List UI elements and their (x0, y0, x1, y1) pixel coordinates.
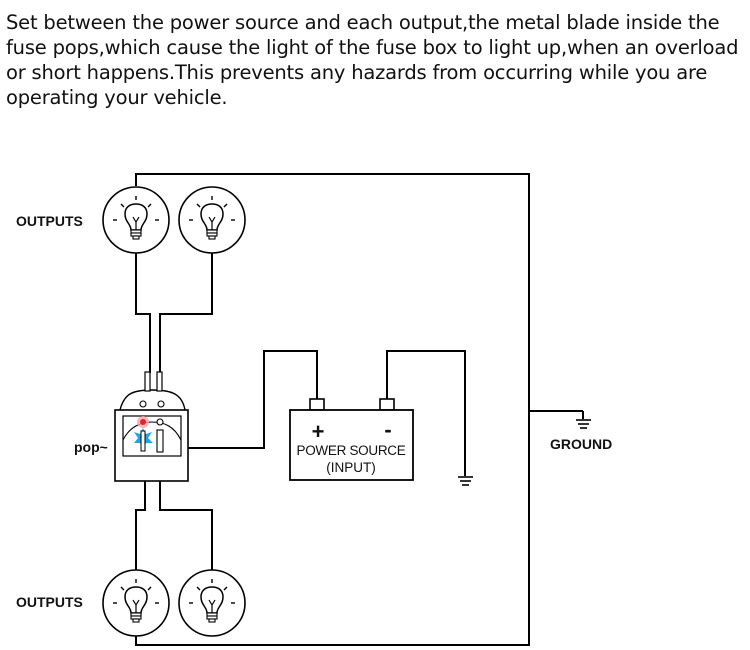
indicator-led (140, 419, 146, 425)
power-source-input-label: (INPUT) (326, 460, 376, 475)
bulb-icon (102, 186, 170, 254)
power-source-label: POWER SOURCE (297, 443, 406, 458)
bulb-icon (102, 569, 170, 637)
ground-icon (458, 476, 473, 486)
ground-icon (576, 419, 591, 429)
wires (135, 173, 584, 646)
pop-label: pop~ (74, 439, 108, 455)
outputs-label-bottom: OUTPUTS (16, 594, 83, 610)
minus-terminal-label: - (384, 417, 391, 442)
fuse-icon (114, 371, 189, 482)
description-text: Set between the power source and each ou… (6, 11, 739, 109)
ground-label: GROUND (550, 436, 612, 452)
outputs-label-top: OUTPUTS (16, 213, 83, 229)
bulb-icon (178, 186, 246, 254)
plus-terminal-label: + (312, 419, 325, 444)
bulb-icon (178, 569, 246, 637)
battery-icon (289, 398, 414, 481)
